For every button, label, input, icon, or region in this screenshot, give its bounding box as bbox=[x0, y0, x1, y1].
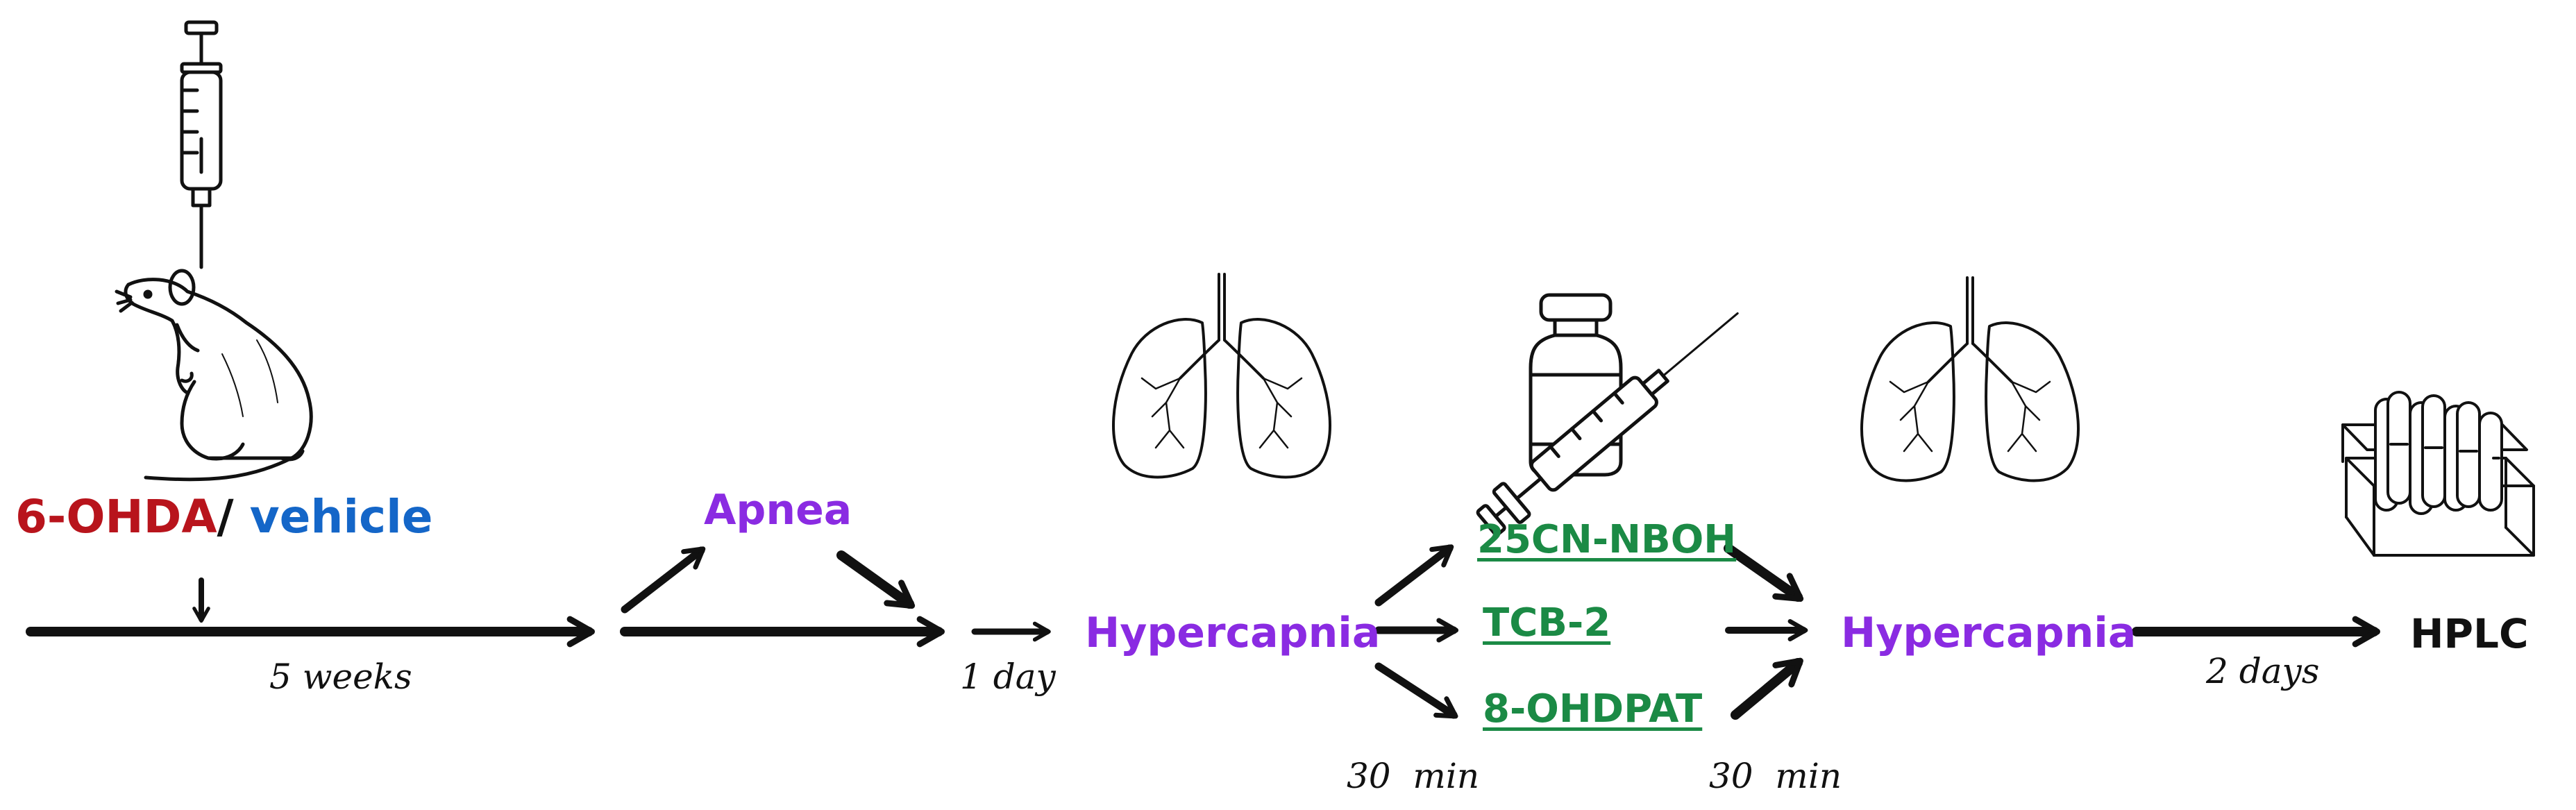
rat-icon bbox=[115, 269, 313, 482]
lungs-icon bbox=[1860, 276, 2080, 482]
lungs-icon bbox=[1111, 273, 1332, 479]
hypercapnia-label-2: Hypercapnia bbox=[1841, 609, 2137, 657]
agonist-tcb-2: TCB-2 bbox=[1483, 600, 1611, 646]
drug-6-ohda: 6-OHDA bbox=[15, 490, 217, 543]
hypercapnia-label-1: Hypercapnia bbox=[1085, 609, 1381, 657]
interval-30-min-1: 30 min bbox=[1347, 756, 1480, 796]
arrow-from-apnea bbox=[836, 550, 916, 609]
agonist-25cn-nboh: 25CN-NBOH bbox=[1477, 517, 1737, 562]
interval-30-min-2: 30 min bbox=[1709, 756, 1842, 796]
apnea-label: Apnea bbox=[704, 486, 852, 534]
interval-5-weeks: 5 weeks bbox=[269, 657, 412, 697]
drug-vehicle: vehicle bbox=[249, 490, 433, 543]
arrow-to-apnea bbox=[621, 546, 706, 614]
hplc-label: HPLC bbox=[2410, 610, 2529, 657]
syringe-icon bbox=[180, 20, 223, 269]
arrow-to-8-ohdpat bbox=[1374, 662, 1458, 719]
arrow-from-8-ohdpat bbox=[1731, 657, 1803, 720]
test-tubes-icon bbox=[2341, 391, 2535, 557]
interval-1-day: 1 day bbox=[960, 657, 1056, 697]
interval-2-days: 2 days bbox=[2206, 651, 2320, 691]
treatment-label: 6-OHDA/ vehicle bbox=[15, 494, 433, 540]
arrow-from-25cn-nboh bbox=[1724, 543, 1804, 602]
arrow-to-25cn-nboh bbox=[1374, 544, 1454, 607]
agonist-8-ohdpat: 8-OHDPAT bbox=[1483, 686, 1703, 732]
slash: / bbox=[217, 490, 234, 543]
vial-syringe-icon bbox=[1476, 293, 1739, 537]
